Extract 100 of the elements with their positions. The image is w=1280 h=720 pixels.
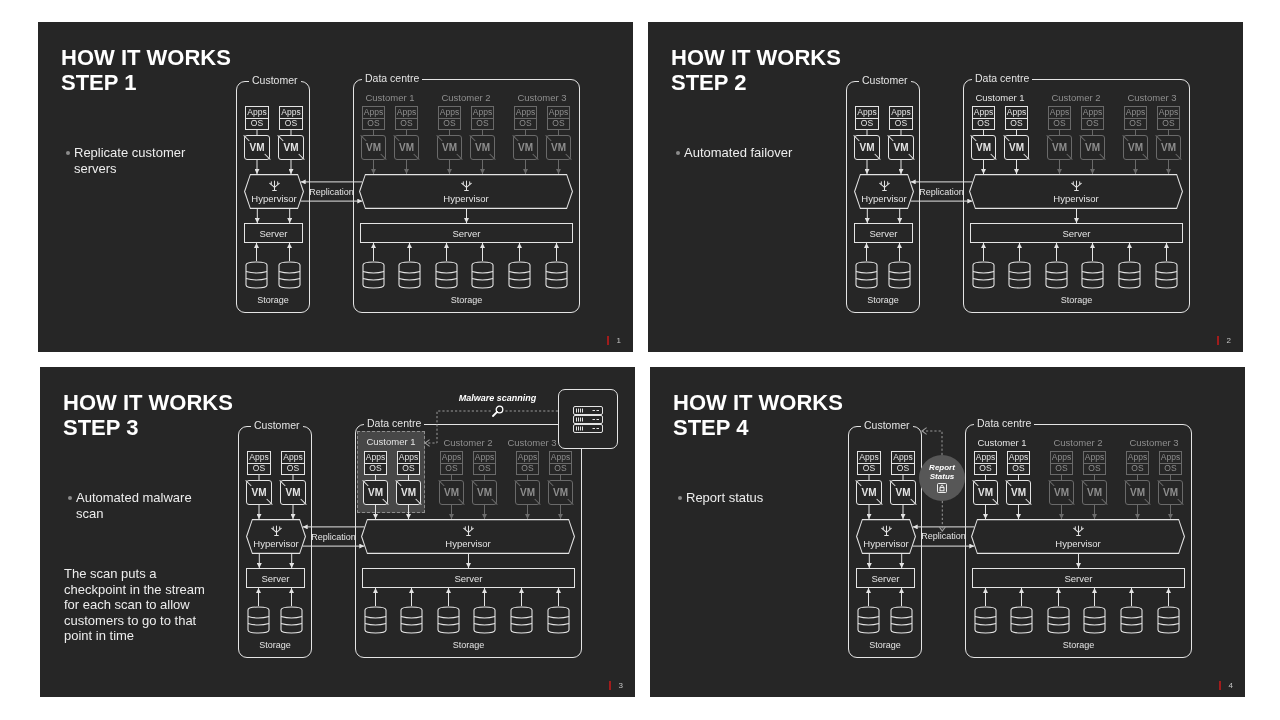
layer-label: OS [472, 117, 493, 129]
layer-label: Apps [365, 452, 386, 463]
column-heading: Customer 2 [1053, 436, 1103, 448]
layer-label: Apps [396, 107, 417, 118]
vm-label: VM [251, 486, 267, 499]
layer-label: OS [1127, 462, 1148, 474]
arrow [910, 198, 973, 204]
server-label: Server [454, 572, 483, 584]
arrow [373, 587, 378, 607]
hypervisor-block [361, 519, 575, 554]
link-line [1018, 474, 1019, 481]
page-number: 2 [1226, 336, 1231, 345]
software-stack-box [972, 106, 995, 130]
layer-label: OS [973, 117, 994, 129]
vm-box [548, 480, 573, 505]
dashed-arrow [938, 500, 947, 532]
server-label: Server [1064, 572, 1093, 584]
slide-title: HOW IT WORKS STEP 3 [63, 390, 234, 440]
layer-label: Apps [1127, 452, 1148, 463]
layer-label: Apps [548, 107, 569, 118]
arrow [482, 587, 487, 607]
layer-label: Apps [1082, 107, 1103, 118]
vm-label: VM [520, 486, 535, 499]
dashed-arrow [424, 410, 559, 447]
arrow [254, 242, 259, 262]
arrow [525, 504, 530, 520]
vm-label: VM [477, 486, 492, 499]
bullet-text: Report status [686, 490, 765, 506]
hypervisor-block [246, 519, 306, 554]
flow-label: Replication [311, 531, 356, 542]
arrow [1017, 242, 1022, 262]
arrow [1054, 242, 1059, 262]
arrow [256, 587, 261, 607]
zone-caption: Storage [259, 640, 291, 651]
arrow [373, 504, 378, 520]
layer-label: Apps [1006, 107, 1027, 118]
arrow [897, 242, 902, 262]
arrow [407, 242, 412, 262]
arrow [912, 543, 975, 549]
zone-title: Customer [861, 419, 913, 432]
storage-cylinder [437, 606, 460, 634]
link-line [482, 129, 483, 136]
storage-cylinder [471, 261, 494, 289]
dashed-arrow [921, 427, 943, 456]
arrow [519, 587, 524, 607]
storage-cylinder [473, 606, 496, 634]
flow-label: Replication [919, 531, 968, 542]
arrow [866, 587, 871, 607]
layer-label: Apps [892, 452, 914, 463]
arrow [864, 159, 870, 175]
layer-label: OS [439, 117, 460, 129]
server-bar [362, 568, 575, 588]
arrow [480, 242, 485, 262]
layer-label: OS [856, 117, 878, 129]
column-heading: Customer 1 [977, 436, 1027, 448]
link-line [983, 129, 984, 136]
layer-label: Apps [439, 107, 460, 118]
software-stack-box [514, 106, 537, 130]
vm-box [437, 135, 462, 160]
software-stack-box [974, 451, 997, 475]
arrow [1057, 159, 1062, 175]
layer-label: Apps [280, 107, 302, 118]
zone-title: Customer [251, 419, 303, 432]
arrow [981, 242, 986, 262]
storage-cylinder [1157, 606, 1180, 634]
software-stack-box [889, 106, 913, 130]
highlight-title: Customer 1 [366, 436, 416, 447]
layer-label: OS [1084, 462, 1105, 474]
zone-title: Customer [249, 74, 301, 87]
arrow [1074, 208, 1079, 224]
software-stack-box [1048, 106, 1071, 130]
layer-label: Apps [1051, 452, 1072, 463]
vm-box [854, 135, 880, 160]
arrow [256, 504, 262, 520]
layer-label: OS [1125, 117, 1146, 129]
zone-title: Data centre [974, 417, 1035, 430]
link-line [1135, 129, 1136, 136]
vm-label: VM [553, 486, 568, 499]
link-line [560, 474, 561, 481]
layer-label: OS [248, 462, 270, 474]
link-line [1059, 129, 1060, 136]
storage-cylinder [1120, 606, 1143, 634]
link-line [290, 129, 292, 136]
vm-label: VM [401, 486, 416, 499]
status-circle [919, 455, 965, 501]
layer-label: Apps [550, 452, 571, 463]
arrow [864, 242, 869, 262]
software-stack-box [547, 106, 570, 130]
vm-box [472, 480, 497, 505]
vm-box [1082, 480, 1107, 505]
vm-box [1125, 480, 1150, 505]
storage-cylinder [1118, 261, 1141, 289]
layer-label: OS [398, 462, 419, 474]
vm-box [1158, 480, 1183, 505]
flow-label: Replication [309, 186, 354, 197]
zone-caption: Storage [869, 640, 901, 651]
storage-cylinder [545, 261, 568, 289]
vm-label: VM [1052, 141, 1067, 154]
link-line [449, 129, 450, 136]
zone-title: Customer [859, 74, 911, 87]
